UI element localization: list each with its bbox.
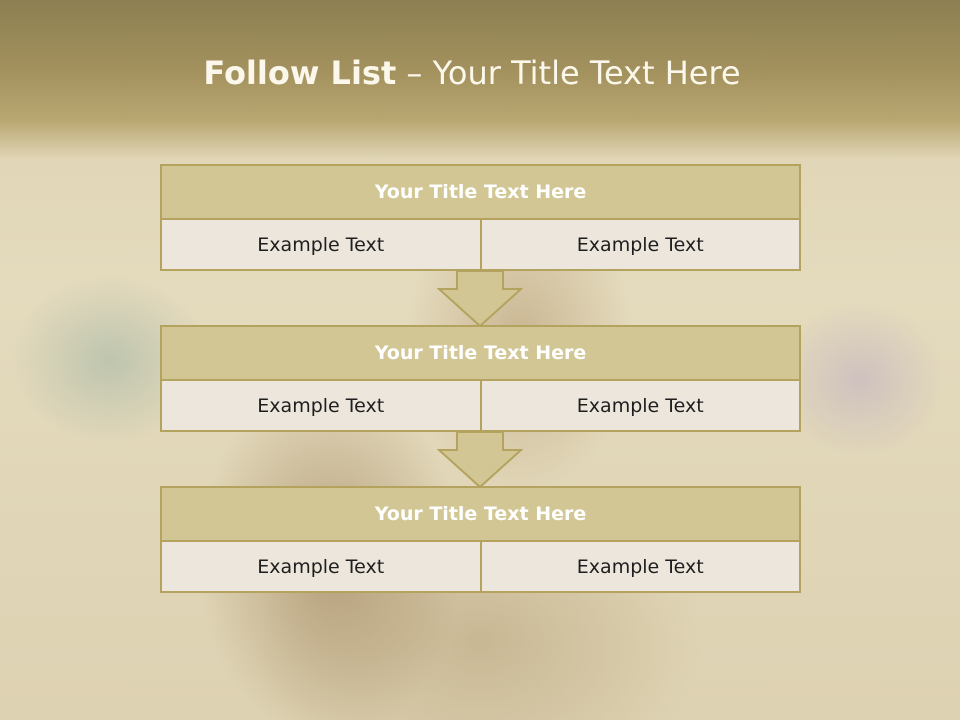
down-arrow-icon <box>437 270 523 328</box>
follow-block-3[interactable]: Your Title Text Here Example Text Exampl… <box>160 486 801 593</box>
example-text-cell[interactable]: Example Text <box>479 542 800 591</box>
slide-title-bold: Follow List <box>203 54 397 92</box>
example-text-cell[interactable]: Example Text <box>479 220 800 269</box>
block-row: Example Text Example Text <box>160 542 801 593</box>
block-row: Example Text Example Text <box>160 381 801 432</box>
header-band <box>0 0 960 160</box>
follow-block-2[interactable]: Your Title Text Here Example Text Exampl… <box>160 325 801 432</box>
slide-title-rest: – Your Title Text Here <box>396 54 741 92</box>
block-row: Example Text Example Text <box>160 220 801 271</box>
example-text-cell[interactable]: Example Text <box>257 394 385 417</box>
block-title[interactable]: Your Title Text Here <box>160 325 801 381</box>
block-title[interactable]: Your Title Text Here <box>160 164 801 220</box>
block-title[interactable]: Your Title Text Here <box>160 486 801 542</box>
example-text-cell[interactable]: Example Text <box>257 555 385 578</box>
example-text-cell[interactable]: Example Text <box>479 381 800 430</box>
down-arrow-icon <box>437 431 523 489</box>
slide-title[interactable]: Follow List – Your Title Text Here <box>0 54 944 92</box>
follow-block-1[interactable]: Your Title Text Here Example Text Exampl… <box>160 164 801 271</box>
example-text-cell[interactable]: Example Text <box>257 233 385 256</box>
